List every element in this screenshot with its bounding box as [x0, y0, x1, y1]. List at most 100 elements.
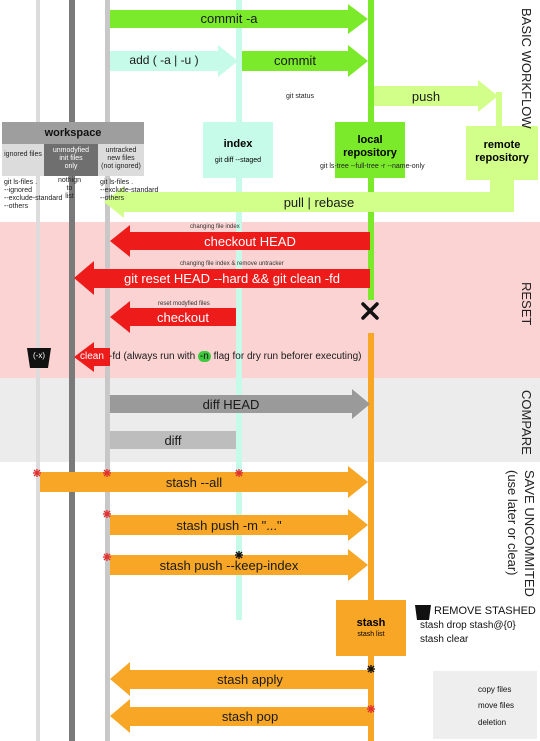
- stash-list-command: stash list: [357, 631, 385, 638]
- remote-repository-box[interactable]: remote repository: [466, 126, 538, 180]
- local-repository-lifeline-bottom: [368, 333, 374, 741]
- remote-repository-lifeline: [496, 92, 502, 130]
- basic-workflow-section-title: BASIC WORKFLOW: [519, 8, 534, 129]
- unmodified-line: only: [64, 163, 78, 170]
- checkout-head-arrow[interactable]: [110, 225, 370, 257]
- unmodified-line: init files: [59, 155, 83, 162]
- stash-keep-index-arrow[interactable]: [110, 549, 368, 581]
- commit-label: commit: [274, 53, 316, 68]
- add-label: add ( -a | -u ): [129, 53, 199, 67]
- ignored-files-label: ignored files: [4, 151, 42, 158]
- clean-note-end: flag for dry run beforer executing): [210, 351, 362, 362]
- command-line: --others: [100, 195, 125, 202]
- stash-drop-command: stash drop stash@{0}: [420, 620, 516, 631]
- commit-a-label: commit -a: [200, 11, 258, 26]
- stash-apply-label: stash apply: [217, 672, 283, 687]
- note-line: list: [65, 193, 74, 200]
- local-title-line: repository: [343, 147, 397, 159]
- remote-title-line: repository: [475, 152, 529, 164]
- push-arrow[interactable]: [374, 80, 498, 112]
- index-title: index: [223, 138, 253, 150]
- legend-move-label: move files: [478, 701, 515, 710]
- commit-arrow[interactable]: [242, 45, 368, 77]
- git-reset-hard-label: git reset HEAD --hard && git clean -fd: [123, 271, 341, 286]
- command-line: git ls-files .: [100, 179, 134, 186]
- cross-icon: [361, 302, 379, 320]
- add-arrow[interactable]: [110, 45, 238, 77]
- move-marker: [103, 553, 111, 561]
- checkout-arrow[interactable]: [110, 301, 236, 333]
- ignored-files-cell: ignored files: [2, 144, 44, 176]
- reset-modified-note: reset modyfied files: [158, 301, 210, 307]
- stash-clear-command: stash clear: [420, 634, 469, 645]
- stash-all-label: stash --all: [165, 475, 223, 490]
- untracked-line: new files: [107, 155, 135, 162]
- note-line: to: [66, 185, 73, 192]
- command-line: --exclude-standard: [4, 195, 63, 202]
- remote-title-line: remote: [483, 139, 521, 151]
- untracked-files-cell: untracked new files (not ignored): [98, 144, 144, 176]
- compare-section-title: COMPARE: [519, 390, 534, 455]
- command-line: --exclude-standard: [100, 187, 159, 194]
- clean-arrow[interactable]: [74, 342, 110, 372]
- unmodified-files-lifeline: [69, 0, 75, 741]
- diff-label: diff: [164, 433, 182, 448]
- ignored-files-lifeline: [36, 0, 40, 741]
- changing-file-index-note: changing file index: [190, 224, 240, 230]
- untracked-ls-files-command: git ls-files . --exclude-standard --othe…: [100, 179, 158, 203]
- pull-rebase-arrow[interactable]: [104, 186, 514, 218]
- unmodified-files-cell: unmodyfied init files only: [44, 144, 98, 176]
- remove-stashed-bucket-icon: [415, 605, 431, 620]
- stash-keep-index-label: stash push --keep-index: [159, 558, 299, 573]
- nothing-to-list-note: nothign to list: [58, 177, 81, 201]
- workspace-header: workspace: [2, 122, 144, 144]
- diff-bar[interactable]: [110, 431, 236, 449]
- stash-push-m-label: stash push -m "...": [176, 518, 282, 533]
- command-line: --others: [4, 203, 29, 210]
- unmodified-line: unmodyfied: [52, 147, 90, 154]
- git-reset-hard-arrow[interactable]: [74, 261, 370, 295]
- diff-head-label: diff HEAD: [202, 397, 260, 412]
- push-label: push: [411, 89, 441, 104]
- changing-remove-note: changing file index & remove untracker: [180, 261, 284, 267]
- untracked-line: (not ignored): [101, 163, 141, 170]
- index-lifeline: [236, 0, 242, 620]
- copy-marker: [235, 551, 243, 559]
- remove-stashed-title: REMOVE STASHED: [434, 605, 536, 617]
- stash-pop-arrow[interactable]: [110, 699, 370, 733]
- move-marker: [367, 705, 375, 713]
- untracked-line: untracked: [105, 147, 137, 154]
- index-box[interactable]: index git diff --staged: [203, 122, 273, 178]
- checkout-label: checkout: [156, 310, 210, 325]
- ignored-ls-files-command: git ls-files . --ignored --exclude-stand…: [4, 179, 62, 211]
- diff-head-arrow[interactable]: [110, 389, 370, 419]
- workspace-title: workspace: [44, 127, 102, 139]
- commit-a-arrow[interactable]: [110, 4, 368, 34]
- note-line: nothign: [58, 177, 81, 184]
- pull-rebase-label: pull | rebase: [283, 195, 355, 210]
- bucket-label: (-x): [33, 351, 45, 360]
- checkout-head-label: checkout HEAD: [204, 234, 296, 249]
- local-repository-box[interactable]: local repository: [335, 122, 405, 178]
- reset-section-title: RESET: [519, 282, 534, 326]
- clean-note-start: -fd (always run with: [109, 351, 198, 362]
- save-uncommited-section-title: SAVE UNCOMMITED: [522, 470, 537, 597]
- move-marker: [33, 469, 41, 477]
- command-line: git ls-files .: [4, 179, 38, 186]
- stash-box[interactable]: stash stash list: [336, 600, 406, 656]
- legend-copy-label: copy files: [478, 685, 512, 694]
- dry-run-flag-badge: -n: [197, 351, 211, 362]
- stash-title: stash: [356, 617, 386, 629]
- move-marker: [103, 510, 111, 518]
- stash-apply-arrow[interactable]: [110, 662, 370, 696]
- compare-section-band: [0, 378, 540, 462]
- stash-all-arrow[interactable]: [40, 466, 368, 498]
- untracked-files-lifeline: [105, 0, 110, 741]
- command-line: --ignored: [4, 187, 33, 194]
- stash-push-m-arrow[interactable]: [110, 509, 368, 541]
- clean-note: -fd (always run with -n flag for dry run…: [109, 351, 361, 362]
- clean-label: clean: [80, 351, 104, 362]
- local-ls-tree-command: git ls-tree --full-tree -r --name-only: [320, 163, 425, 170]
- save-uncommited-subtitle: (use later or clear): [505, 470, 520, 576]
